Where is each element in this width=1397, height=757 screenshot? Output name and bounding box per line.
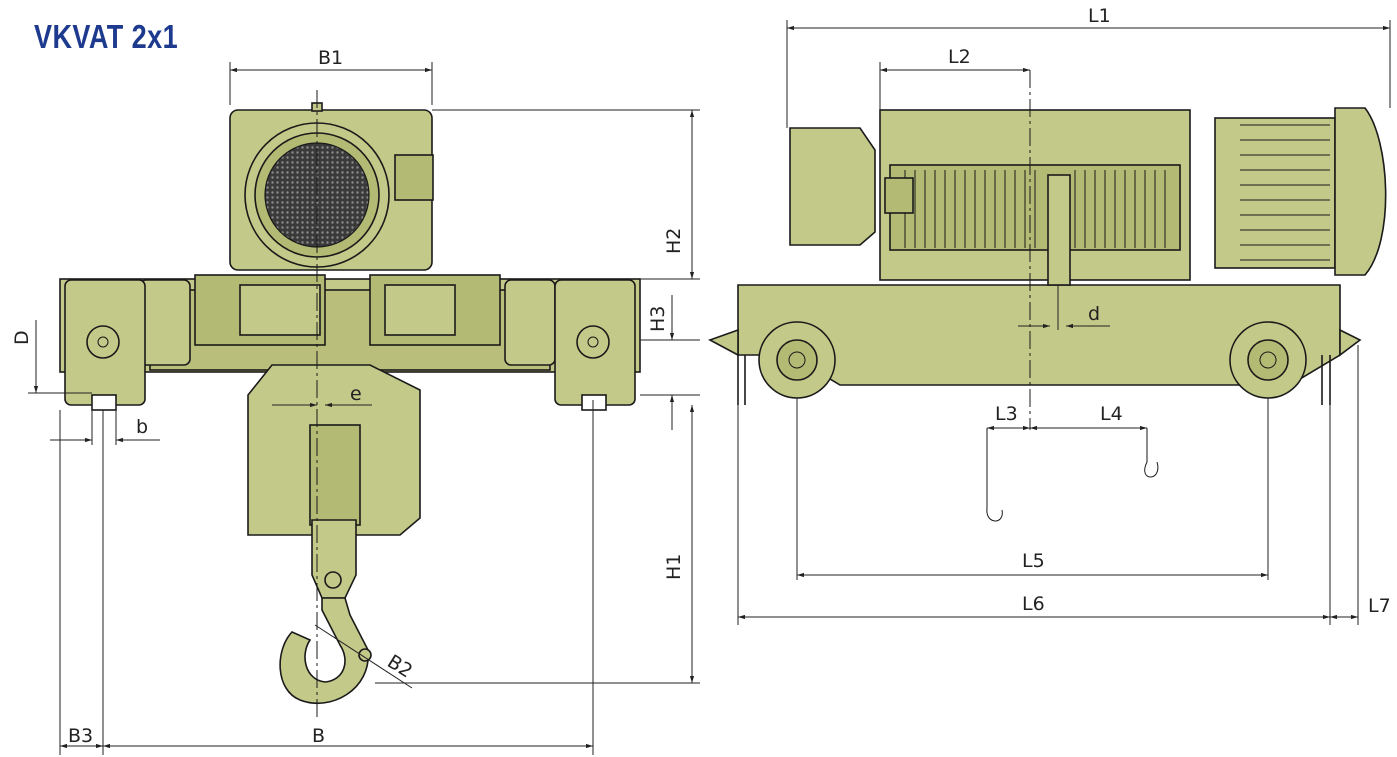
diagram-title: VKVAT 2x1 bbox=[34, 18, 179, 55]
dim-l6: L6 bbox=[1022, 593, 1045, 615]
side-view bbox=[708, 70, 1387, 522]
dim-b2: B2 bbox=[383, 651, 416, 683]
dim-h3: H3 bbox=[647, 306, 669, 332]
dim-b1: B1 bbox=[318, 47, 343, 69]
dim-d: D bbox=[11, 330, 33, 345]
side-dimensions: L1 L2 d L3 L4 L5 L6 L7 bbox=[737, 5, 1391, 625]
dim-l3: L3 bbox=[995, 403, 1018, 425]
dim-e: e bbox=[350, 383, 362, 405]
dim-l4: L4 bbox=[1100, 403, 1123, 425]
dim-h2: H2 bbox=[663, 228, 685, 254]
dim-h1: H1 bbox=[663, 554, 685, 580]
dim-b: B bbox=[312, 725, 325, 747]
front-dimensions: B1 H2 H3 D b e H1 B2 bbox=[11, 47, 700, 755]
dim-b-small: b bbox=[136, 416, 148, 438]
dim-l7: L7 bbox=[1368, 595, 1391, 617]
dim-l5: L5 bbox=[1022, 550, 1045, 572]
front-view bbox=[59, 90, 641, 720]
dim-l2: L2 bbox=[948, 46, 971, 68]
dim-l1: L1 bbox=[1088, 5, 1111, 27]
motor-fins bbox=[1240, 124, 1330, 261]
dim-d-small: d bbox=[1088, 303, 1100, 325]
dim-b3: B3 bbox=[68, 725, 93, 747]
